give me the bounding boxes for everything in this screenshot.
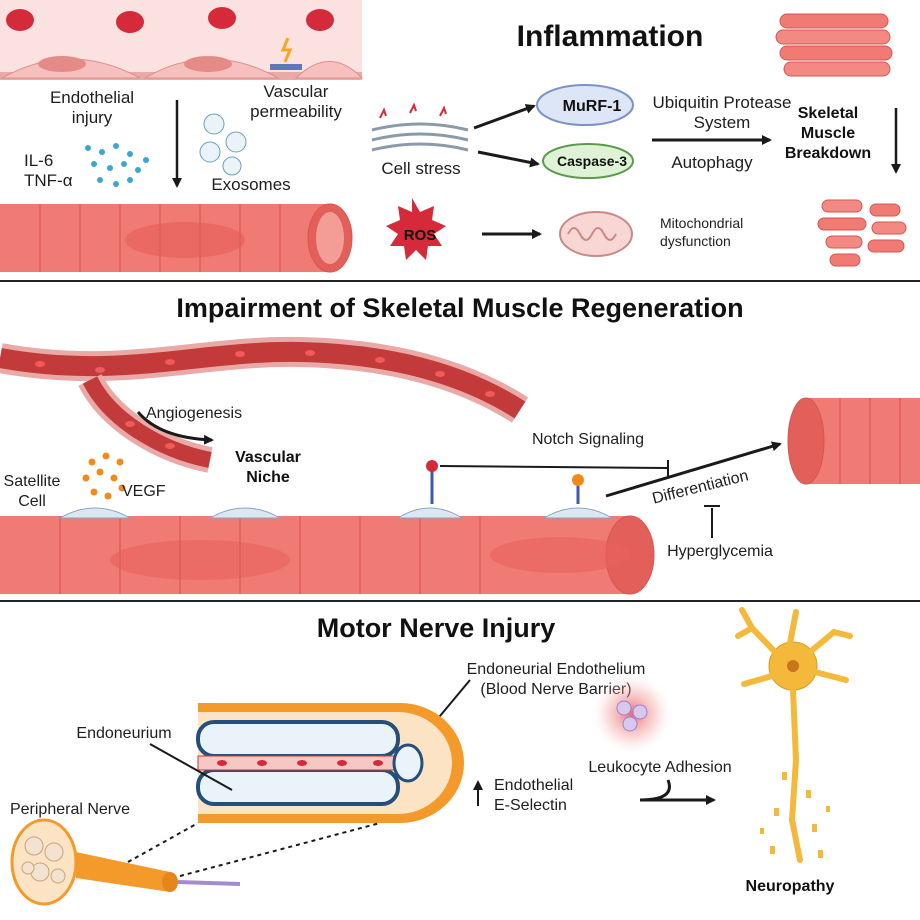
peripheral-nerve-illustration	[10, 818, 241, 906]
muscle-fiber-differentiated	[787, 397, 920, 485]
eselectin-label-1: Endothelial	[494, 777, 573, 794]
endoneurial-endothelium-label-1: Endoneurial Endothelium	[467, 661, 646, 678]
cell-stress-icon	[371, 102, 469, 152]
peripheral-nerve-label: Peripheral Nerve	[10, 801, 130, 818]
vegf-label: VEGF	[122, 483, 166, 500]
muscle-bundle-intact	[775, 13, 893, 77]
exosomes-icon	[199, 113, 247, 176]
vascular-permeability-label-1: Vascular	[264, 82, 329, 101]
cell-stress-label: Cell stress	[381, 159, 460, 178]
exosomes-label: Exosomes	[211, 175, 290, 194]
murf1-label: MuRF-1	[563, 98, 622, 115]
autophagy-label: Autophagy	[671, 153, 753, 172]
ups-label-2: System	[694, 113, 751, 132]
endoneurium-label: Endoneurium	[76, 725, 171, 742]
arrow-to-murf1	[473, 104, 536, 130]
neuron-illustration	[735, 607, 853, 863]
leukocyte-label: Leukocyte Adhesion	[588, 759, 731, 776]
nerve-fascicle-diagram	[196, 703, 464, 823]
leukocyte-glow	[590, 672, 674, 756]
satellite-cell-label-2: Cell	[18, 493, 46, 510]
breakdown-label-2: Muscle	[801, 125, 855, 142]
zoom-line-2	[179, 822, 381, 877]
notch-label: Notch Signaling	[532, 431, 644, 448]
blood-vessel-top	[0, 0, 364, 80]
muscle-fiber-middle	[0, 515, 655, 595]
endoneurium-pointer	[149, 743, 233, 791]
leukocyte-icon	[616, 700, 648, 732]
ups-label-1: Ubiquitin Protease	[653, 93, 792, 112]
vascular-permeability-label-2: permeability	[250, 102, 342, 121]
ros-label: ROS	[404, 227, 437, 244]
cytokine-dots	[85, 143, 149, 187]
inflammation-title: Inflammation	[517, 20, 704, 53]
zoom-line-1	[127, 822, 199, 863]
ros-burst	[386, 198, 446, 260]
mito-label-1: Mitochondrial	[660, 215, 743, 231]
caspase3-label: Caspase-3	[557, 153, 627, 169]
muscle-bundle-broken	[817, 199, 907, 267]
hyperglycemia-label: Hyperglycemia	[667, 543, 773, 560]
caspase3-badge	[542, 143, 634, 179]
angiogenesis-label: Angiogenesis	[146, 405, 242, 422]
endothelial-injury-label-1: Endothelial	[50, 88, 134, 107]
endothelial-injury-label-2: injury	[72, 108, 113, 127]
murf1-badge	[536, 84, 634, 126]
arrow-to-caspase3	[477, 150, 540, 168]
differentiation-arrow	[605, 441, 782, 498]
mito-label-2: dysfunction	[660, 233, 731, 249]
regeneration-title: Impairment of Skeletal Muscle Regenerati…	[176, 293, 743, 323]
mitochondria-icon	[559, 211, 633, 257]
capillary-network	[0, 336, 529, 473]
breakdown-label-3: Breakdown	[785, 145, 871, 162]
endoneurial-endothelium-label-2: (Blood Nerve Barrier)	[480, 681, 631, 698]
satellite-cells	[58, 507, 614, 519]
vascular-niche-label-2: Niche	[246, 469, 290, 486]
tnfa-label: TNF-α	[24, 171, 73, 190]
muscle-fiber-top	[0, 203, 353, 273]
vascular-niche-label-1: Vascular	[235, 449, 301, 466]
leukocyte-arrow	[639, 779, 716, 805]
neuropathy-label: Neuropathy	[746, 878, 835, 895]
breakdown-label-1: Skeletal	[798, 105, 858, 122]
notch-inhibition-line	[439, 465, 669, 469]
satellite-cell-label-1: Satellite	[4, 473, 61, 490]
differentiation-label: Differentiation	[651, 467, 751, 507]
nerve-title: Motor Nerve Injury	[317, 613, 556, 643]
angiogenesis-arrow	[136, 411, 214, 445]
notch-receptors	[426, 460, 584, 504]
il6-label: IL-6	[24, 151, 53, 170]
eselectin-label-2: E-Selectin	[494, 797, 567, 814]
vegf-dots	[82, 452, 126, 500]
